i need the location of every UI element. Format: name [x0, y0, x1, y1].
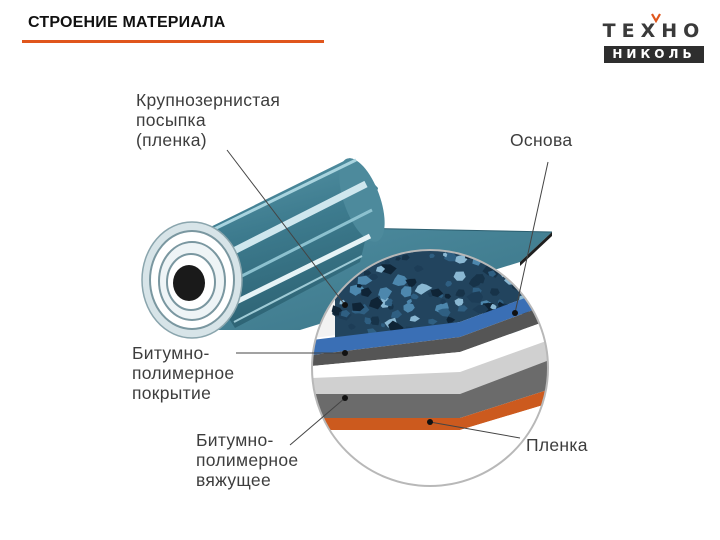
granule: [368, 296, 384, 310]
granule: [403, 303, 415, 313]
granule: [455, 255, 468, 264]
granule: [369, 316, 380, 326]
granule: [357, 284, 363, 288]
granule: [392, 274, 409, 286]
granule: [348, 323, 356, 330]
granule: [369, 273, 379, 281]
granule: [453, 271, 466, 281]
granule: [357, 275, 373, 285]
granule: [395, 256, 401, 261]
granule: [400, 286, 412, 298]
granule: [445, 280, 452, 287]
page-title: СТРОЕНИЕ МАТЕРИАЛА: [28, 14, 226, 31]
granule: [490, 303, 497, 310]
label-coarse-sprinkle: Крупнозернистая посыпка (пленка): [136, 90, 281, 150]
granule: [457, 305, 468, 312]
granule: [409, 315, 420, 322]
granule: [428, 318, 438, 325]
logo-text-bottom: НИКОЛЬ: [604, 46, 704, 63]
film-layer: [312, 386, 548, 430]
blue-layer: [312, 285, 548, 355]
title-underline: [22, 40, 324, 43]
granule: [472, 304, 489, 314]
granule: [488, 270, 497, 277]
upper-binder-face: [312, 336, 548, 394]
granule: [466, 291, 484, 303]
granule: [455, 289, 466, 297]
granule: [352, 302, 365, 312]
granule: [530, 263, 541, 273]
granule: [444, 251, 457, 262]
upper-coating-layer: [312, 300, 548, 366]
granule: [498, 301, 505, 308]
granule: [414, 283, 433, 295]
granule: [349, 284, 365, 296]
granule: [414, 265, 424, 273]
granule: [384, 300, 393, 307]
granule: [444, 293, 452, 299]
leader-dots: [342, 302, 518, 425]
membrane-roll: [141, 158, 385, 339]
granule: [438, 308, 451, 317]
granule: [361, 287, 372, 297]
label-bitumen-coating: Битумно- полимерное покрытие: [132, 343, 235, 403]
granule: [364, 270, 372, 276]
granule: [384, 259, 390, 265]
granule: [440, 299, 447, 305]
granule: [378, 287, 393, 299]
granule: [405, 278, 417, 289]
granule: [507, 268, 519, 279]
logo-text-top: ТЕХНО: [602, 20, 706, 42]
granule: [427, 292, 433, 298]
binder-layer: [312, 356, 548, 418]
granule: [375, 265, 386, 273]
granule: [380, 323, 385, 328]
granule: [364, 317, 372, 325]
granule: [489, 288, 500, 296]
granule: [446, 316, 456, 324]
logo-accent-mark: [651, 13, 661, 23]
granule: [454, 298, 464, 307]
granule: [340, 309, 351, 318]
granule: [443, 252, 448, 258]
granule: [410, 293, 419, 300]
label-bitumen-binder: Битумно- полимерное вяжущее: [196, 430, 299, 490]
technonicol-logo: ТЕХНО НИКОЛЬ: [602, 13, 706, 66]
granule: [472, 274, 485, 284]
granule: [381, 264, 397, 275]
leader-lines: [226, 149, 549, 446]
granule: [401, 254, 410, 261]
base-layer: [312, 316, 548, 378]
granule: [390, 309, 403, 319]
granule: [429, 253, 435, 259]
granule: [406, 298, 412, 304]
label-base: Основа: [510, 130, 573, 150]
granule: [430, 288, 444, 298]
label-film: Пленка: [526, 435, 588, 455]
